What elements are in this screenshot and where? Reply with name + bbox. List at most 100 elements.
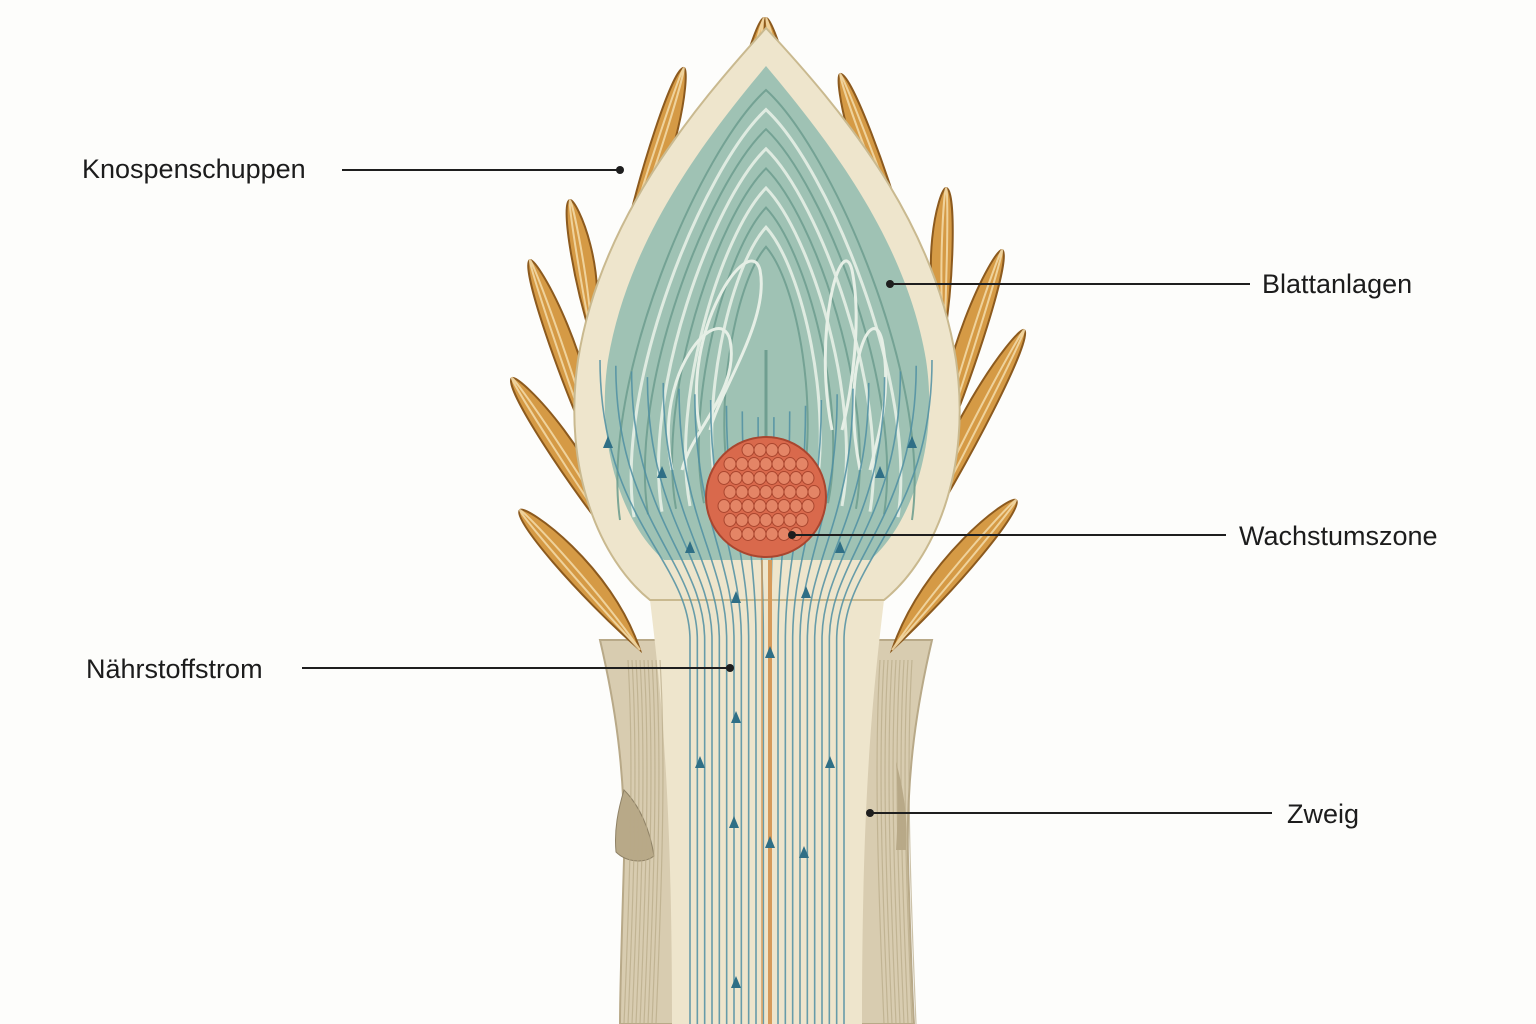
bark-streak bbox=[876, 659, 885, 1024]
bark-streak bbox=[651, 659, 660, 1024]
leaf-primordium-hook bbox=[823, 259, 858, 431]
nutrient-flow-arrows bbox=[603, 436, 917, 988]
meristem-cell bbox=[747, 513, 761, 527]
leader-dot-bud-scales bbox=[616, 166, 624, 174]
vascular-strand bbox=[694, 394, 735, 1024]
meristem-cell bbox=[777, 443, 791, 457]
vascular-strand bbox=[678, 388, 728, 1024]
meristem-cell bbox=[771, 485, 785, 499]
leaf-primordium-fold bbox=[657, 146, 875, 512]
bark-streak bbox=[900, 659, 909, 1024]
bark-streak bbox=[655, 659, 664, 1024]
label-growth-zone: Wachstumszone bbox=[1239, 521, 1438, 551]
meristem-cell bbox=[747, 457, 761, 471]
meristem-cell bbox=[783, 513, 797, 527]
callout-growth-zone: Wachstumszone bbox=[788, 521, 1438, 551]
bud-scale-highlight bbox=[528, 258, 601, 471]
leaf-primordium-hook bbox=[666, 327, 733, 471]
flow-arrow bbox=[729, 816, 739, 828]
leader-dot-nutrient-flow bbox=[726, 664, 734, 672]
flow-arrow bbox=[657, 466, 667, 478]
leader-dot-twig bbox=[866, 809, 874, 817]
vascular-strand bbox=[828, 371, 902, 1024]
meristem-cell bbox=[783, 457, 797, 471]
meristem-cell bbox=[807, 485, 821, 499]
flow-arrow bbox=[731, 976, 741, 988]
bark-streak bbox=[627, 659, 636, 1024]
flow-arrow bbox=[765, 836, 775, 848]
meristem-cell bbox=[765, 499, 779, 513]
flow-arrow bbox=[801, 586, 811, 598]
callout-twig: Zweig bbox=[866, 799, 1359, 829]
vascular-strand bbox=[646, 377, 713, 1024]
vascular-strand bbox=[662, 382, 721, 1024]
bud-scale-highlight bbox=[940, 186, 949, 341]
meristem-cell bbox=[735, 513, 749, 527]
meristem-cell bbox=[771, 513, 785, 527]
vascular-strand bbox=[806, 388, 854, 1024]
meristem-cell bbox=[729, 527, 743, 541]
twig bbox=[598, 600, 934, 1024]
label-twig: Zweig bbox=[1287, 799, 1359, 829]
bark-streak bbox=[635, 659, 644, 1024]
bud-scale-highlight bbox=[891, 498, 1018, 651]
vascular-strand bbox=[821, 377, 886, 1024]
leaf-primordium-fold bbox=[684, 185, 848, 507]
meristem-cell bbox=[729, 499, 743, 513]
meristem-cell bbox=[741, 527, 755, 541]
flow-arrow bbox=[835, 541, 845, 553]
meristem-cell bbox=[723, 513, 737, 527]
vascular-strand bbox=[813, 382, 870, 1024]
bark-texture bbox=[623, 659, 917, 1024]
vascular-strand bbox=[630, 371, 706, 1024]
bark-streak bbox=[908, 659, 917, 1024]
flow-arrow bbox=[907, 436, 917, 448]
leader-dot-leaf-primordia bbox=[886, 280, 894, 288]
meristem-cell bbox=[753, 499, 767, 513]
growth-zone-meristem bbox=[705, 436, 827, 558]
bark-streak bbox=[631, 659, 640, 1024]
leaf-primordium-fold bbox=[723, 245, 809, 498]
meristem-cell bbox=[765, 443, 779, 457]
meristem-cell bbox=[789, 499, 803, 513]
meristem-cell bbox=[753, 471, 767, 485]
leaf-primordium-hook bbox=[852, 327, 888, 471]
meristem-cell bbox=[765, 471, 779, 485]
flow-arrow bbox=[765, 646, 775, 658]
vascular-strand bbox=[599, 359, 691, 1024]
meristem-cell bbox=[717, 499, 731, 513]
flow-arrow bbox=[731, 591, 741, 603]
meristem-cell bbox=[759, 513, 773, 527]
meristem-cell bbox=[759, 485, 773, 499]
leaf-primordium-fold bbox=[697, 206, 835, 504]
flow-arrow bbox=[825, 756, 835, 768]
meristem-cell bbox=[771, 457, 785, 471]
bark-streak bbox=[896, 659, 905, 1024]
flow-arrow bbox=[695, 756, 705, 768]
bark-streak bbox=[892, 659, 901, 1024]
meristem-cell bbox=[741, 499, 755, 513]
meristem-cell bbox=[753, 527, 767, 541]
vascular-strand bbox=[843, 359, 933, 1024]
bud-scale-highlight bbox=[933, 248, 1004, 471]
bark-streak bbox=[884, 659, 893, 1024]
leaf-primordium-hook bbox=[694, 259, 763, 431]
meristem-cell bbox=[801, 499, 815, 513]
meristem-cell bbox=[795, 485, 809, 499]
flow-arrow bbox=[799, 846, 809, 858]
meristem-cell bbox=[765, 527, 779, 541]
bark-streak bbox=[643, 659, 652, 1024]
bark-streak bbox=[639, 659, 648, 1024]
meristem-cell bbox=[789, 471, 803, 485]
leaf-primordium-fold bbox=[643, 127, 889, 515]
meristem-cell bbox=[783, 485, 797, 499]
label-nutrient-flow: Nährstoffstrom bbox=[86, 654, 263, 684]
bud-scale-highlight bbox=[518, 508, 641, 651]
meristem-cell bbox=[723, 485, 737, 499]
meristem-cell bbox=[759, 457, 773, 471]
leaf-primordium-fold bbox=[616, 88, 916, 521]
meristem-cell bbox=[777, 471, 791, 485]
flow-arrow bbox=[603, 436, 613, 448]
bark-streak bbox=[623, 659, 632, 1024]
